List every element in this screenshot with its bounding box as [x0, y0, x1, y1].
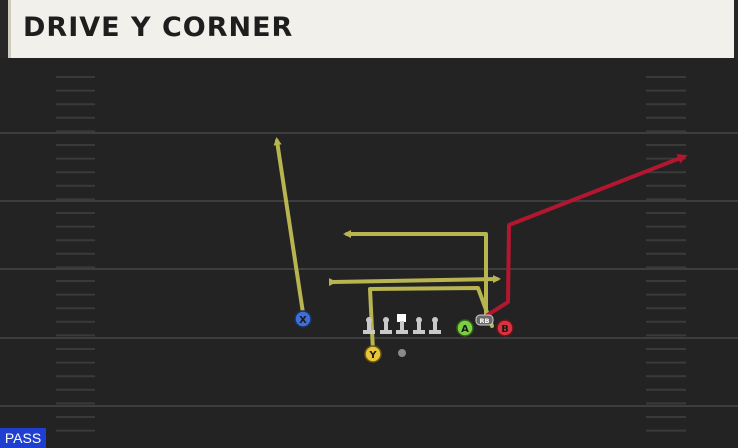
- player-rb-label: RB: [480, 317, 490, 325]
- hash-marks: [56, 76, 686, 432]
- play-diagram: X Y A RB B: [0, 76, 738, 432]
- header: DRIVE Y CORNER: [0, 0, 738, 58]
- player-b-icon: [496, 319, 514, 337]
- lineman-icon: [363, 317, 375, 334]
- ball-marker: [398, 349, 406, 357]
- player-y-label: Y: [368, 350, 377, 361]
- lineman-icon: [429, 317, 441, 334]
- player-y-icon: [364, 345, 382, 363]
- players: X Y A RB B: [294, 310, 514, 363]
- lineman-icon: [380, 317, 392, 334]
- route-a-in: [343, 230, 488, 317]
- center-icon: [396, 314, 408, 334]
- player-x-icon: [294, 310, 312, 328]
- player-y[interactable]: Y: [364, 345, 382, 363]
- player-a-label: A: [461, 324, 469, 335]
- route-a-drive: [328, 275, 501, 287]
- player-x-label: X: [299, 315, 307, 326]
- player-rb-icon: [475, 314, 494, 326]
- player-b-label: B: [501, 324, 509, 335]
- player-x[interactable]: X: [294, 310, 312, 328]
- player-rb[interactable]: RB: [475, 314, 494, 326]
- play-type-badge: PASS: [0, 428, 46, 448]
- player-a[interactable]: A: [456, 319, 474, 337]
- player-a-icon: [456, 319, 474, 337]
- offensive-line: [363, 314, 441, 334]
- play-field: X Y A RB B: [0, 62, 738, 448]
- player-b[interactable]: B: [496, 319, 514, 337]
- play-title: DRIVE Y CORNER: [23, 12, 294, 43]
- yard-lines: [0, 132, 738, 407]
- play-title-card: DRIVE Y CORNER: [8, 0, 734, 58]
- route-b-corner: [484, 154, 688, 318]
- lineman-icon: [413, 317, 425, 334]
- route-x-streak: [273, 137, 305, 315]
